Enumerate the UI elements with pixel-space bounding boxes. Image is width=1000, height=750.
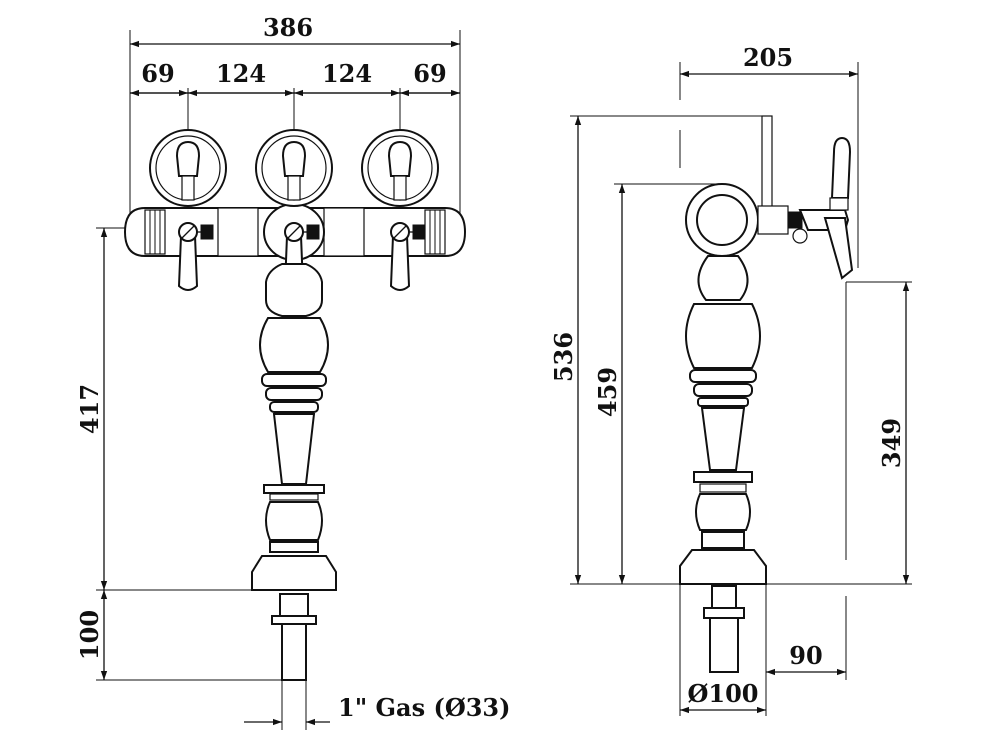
dim-tap-height: 417 <box>75 384 104 434</box>
dim-seg-3: 124 <box>322 59 372 88</box>
dim-thread-label: 1" Gas (Ø33) <box>338 693 511 722</box>
dim-seg-4: 69 <box>413 59 446 88</box>
dim-depth: 205 <box>743 43 793 72</box>
front-view: 386 69 124 124 69 <box>75 13 511 730</box>
dim-spout-offset: 90 <box>789 641 822 670</box>
dim-total-height: 536 <box>549 332 578 382</box>
dim-seg-1: 69 <box>141 59 174 88</box>
side-view: 205 536 459 349 <box>549 43 912 716</box>
dim-coupling-height: 459 <box>593 367 622 417</box>
dim-overall-width: 386 <box>263 13 313 42</box>
dim-base-diameter: Ø100 <box>687 679 758 708</box>
front-column <box>251 263 337 681</box>
dim-shank-length: 100 <box>75 610 104 660</box>
dim-seg-2: 124 <box>216 59 266 88</box>
dim-spout-height: 349 <box>877 418 906 468</box>
